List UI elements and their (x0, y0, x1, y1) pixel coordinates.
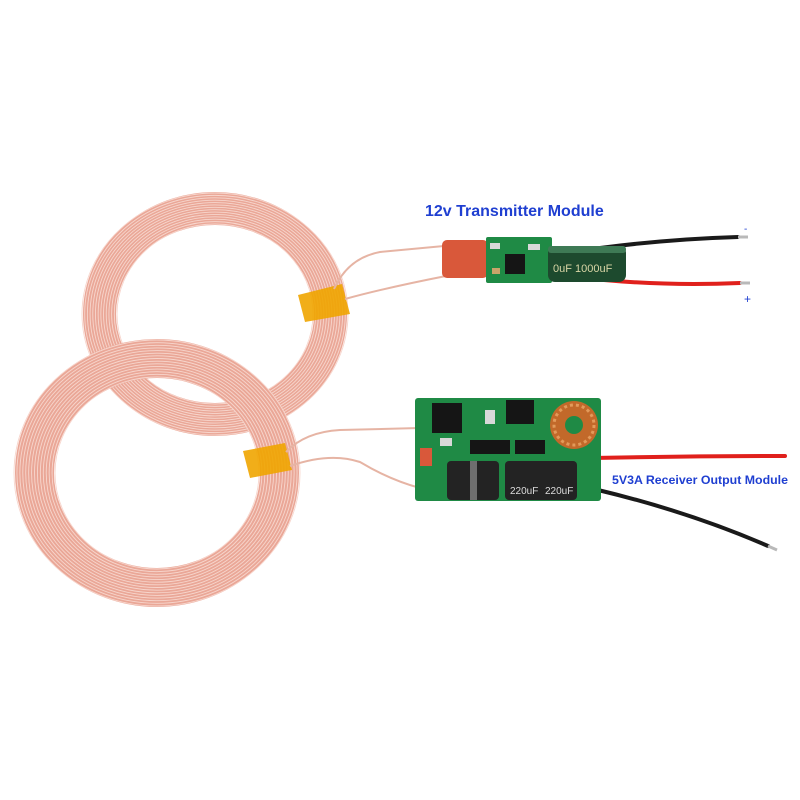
coil-turn (36, 360, 278, 586)
transmitter-lead-wire (333, 245, 445, 290)
rx-capacitor-marking: 220uF (510, 486, 538, 497)
capacitor-highlight (548, 246, 626, 253)
smd-part (485, 410, 495, 424)
transmitter-chip (505, 254, 525, 274)
receiver-coil-tape (243, 443, 292, 478)
electrolytic-capacitor (548, 246, 626, 282)
coil-turn (28, 352, 286, 594)
coil-turn (25, 350, 289, 596)
receiver-chip (470, 440, 510, 454)
smd-part (490, 243, 500, 249)
capacitor-stripe (470, 461, 477, 500)
toroid-winding (552, 403, 596, 447)
toroid-core-hole (565, 416, 583, 434)
plus-sign: + (744, 292, 751, 306)
minus-sign: - (744, 224, 747, 235)
transmitter-label: 12v Transmitter Module (425, 203, 604, 220)
receiver-capacitor-right (505, 461, 577, 500)
transmitter-module: 0uF 1000uF - + (442, 224, 751, 306)
coil-turn (13, 339, 301, 607)
receiver-mosfet (432, 403, 462, 433)
receiver-module: 220uF 220uF (415, 398, 787, 552)
receiver-label: 5V3A Receiver Output Module (612, 473, 788, 487)
receiver-black-wire-tip (767, 544, 778, 552)
coil-turn (22, 347, 292, 599)
receiver-red-wire (590, 454, 787, 460)
coil-turn (19, 344, 295, 602)
transmitter-coil-tape (298, 284, 350, 322)
tx-capacitor-marking: 0uF 1000uF (553, 263, 613, 275)
small-capacitor (420, 448, 432, 466)
rx-capacitor-marking: 220uF (545, 486, 573, 497)
coil-turn (34, 358, 280, 588)
receiver-lead-wire (285, 427, 421, 453)
receiver-coil (13, 339, 301, 607)
smd-part (528, 244, 540, 250)
receiver-regulator (506, 400, 534, 424)
receiver-lead-wire (289, 456, 421, 489)
transmitter-lead-wire (344, 275, 447, 300)
coil-turn (16, 342, 298, 604)
smd-part (492, 268, 500, 274)
smd-part (440, 438, 452, 446)
receiver-black-wire (596, 488, 770, 548)
coil-turn (31, 355, 283, 591)
film-capacitor (442, 240, 488, 278)
receiver-chip (515, 440, 545, 454)
